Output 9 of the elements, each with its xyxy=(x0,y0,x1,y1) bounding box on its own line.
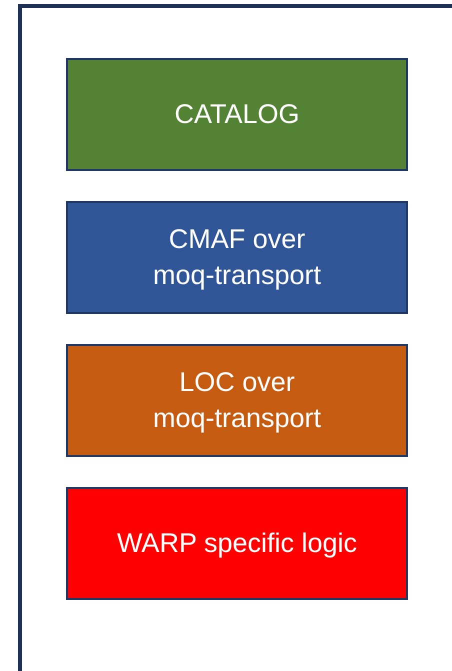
layer-label: WARP specific logic xyxy=(116,526,358,560)
layer-box xyxy=(66,344,408,457)
layer-label: LOC over moq-transport xyxy=(152,366,322,435)
layer-label: CMAF over moq-transport xyxy=(152,223,322,292)
layer-label: CATALOG xyxy=(173,98,301,131)
layer-box xyxy=(66,487,408,600)
frame-box xyxy=(18,4,452,671)
layer-box xyxy=(66,58,408,171)
layer-box xyxy=(66,201,408,314)
